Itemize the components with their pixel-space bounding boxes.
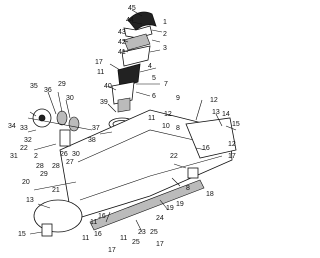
callout-8b: 8	[176, 125, 180, 132]
callout-11d: 11	[82, 235, 89, 242]
pulley-hub	[38, 114, 46, 122]
skid-shoe-left	[41, 223, 53, 237]
callout-2b: 2	[34, 153, 38, 160]
callout-18: 18	[206, 191, 214, 198]
upper-chute	[121, 45, 151, 67]
callout-14: 14	[222, 111, 230, 118]
callouts: 45 44 1 43 2 42 3 41 17 11 4 40 5 7 39 6…	[8, 5, 240, 254]
callout-17b: 17	[228, 153, 236, 160]
callout-2: 2	[163, 31, 167, 38]
callout-29b: 29	[40, 171, 48, 178]
callout-11b: 11	[90, 219, 97, 226]
callout-36: 36	[44, 87, 52, 94]
callout-28b: 28	[36, 163, 44, 170]
callout-33: 33	[20, 125, 28, 132]
callout-11c: 11	[120, 235, 127, 242]
callout-12c: 12	[164, 111, 172, 118]
callout-25b: 25	[132, 239, 140, 246]
drive-assembly	[27, 108, 93, 147]
callout-9: 9	[176, 95, 180, 102]
callout-37: 37	[92, 125, 100, 132]
callout-41: 41	[118, 49, 126, 56]
chute-deflector	[127, 11, 157, 31]
chute-flange	[117, 97, 131, 113]
chute-body	[117, 63, 141, 89]
callout-16: 16	[202, 145, 210, 152]
callout-6: 6	[152, 93, 156, 100]
callout-19: 19	[176, 201, 184, 208]
callout-16b: 16	[98, 213, 106, 220]
gearbox-plate	[59, 129, 71, 147]
callout-16c: 16	[94, 231, 102, 238]
callout-28: 28	[52, 163, 60, 170]
bearing	[56, 110, 68, 126]
callout-19b: 19	[166, 205, 174, 212]
bearing-2	[68, 116, 80, 132]
callout-15b: 15	[18, 231, 26, 238]
callout-22: 22	[20, 145, 28, 152]
callout-43: 43	[118, 29, 126, 36]
callout-11: 11	[97, 69, 104, 76]
callout-30: 30	[66, 95, 74, 102]
auger-housing	[33, 109, 237, 237]
callout-17c: 17	[108, 247, 116, 254]
callout-13: 13	[212, 109, 220, 116]
callout-45: 45	[128, 5, 136, 12]
callout-30b: 30	[72, 151, 80, 158]
callout-42: 42	[118, 39, 126, 46]
callout-17: 17	[95, 59, 103, 66]
skid-shoe-right	[187, 167, 199, 179]
callout-5: 5	[152, 75, 156, 82]
callout-25: 25	[150, 229, 158, 236]
callout-17d: 17	[156, 241, 164, 248]
housing-inner-2	[79, 155, 223, 201]
callout-26: 26	[60, 151, 68, 158]
callout-34: 34	[8, 123, 16, 130]
callout-22b: 22	[170, 153, 178, 160]
chute-cap	[123, 33, 151, 51]
callout-3: 3	[163, 45, 167, 52]
callout-13b: 13	[26, 197, 34, 204]
snowthrower-parts-diagram: 45 44 1 43 2 42 3 41 17 11 4 40 5 7 39 6…	[8, 5, 240, 254]
callout-32: 32	[24, 137, 32, 144]
leader-lines	[27, 9, 237, 235]
callout-4: 4	[148, 63, 152, 70]
callout-12b: 12	[228, 141, 236, 148]
callout-11e: 11	[148, 115, 155, 122]
callout-23: 23	[138, 229, 146, 236]
right-side-plate	[185, 117, 237, 159]
callout-12: 12	[210, 97, 218, 104]
callout-38: 38	[88, 137, 96, 144]
drive-shaft	[27, 117, 93, 131]
scraper-bar	[89, 179, 205, 231]
callout-1: 1	[163, 19, 167, 26]
callout-10: 10	[162, 123, 170, 130]
callout-21: 21	[52, 187, 60, 194]
callout-20: 20	[22, 179, 30, 186]
callout-44: 44	[126, 17, 134, 24]
callout-27: 27	[66, 159, 74, 166]
callout-15: 15	[232, 121, 240, 128]
callout-24: 24	[156, 215, 164, 222]
callout-8: 8	[186, 185, 190, 192]
callout-29: 29	[58, 81, 66, 88]
callout-39: 39	[100, 99, 108, 106]
callout-40: 40	[104, 83, 112, 90]
callout-31: 31	[10, 153, 18, 160]
callout-7: 7	[164, 81, 168, 88]
callout-35: 35	[30, 83, 38, 90]
